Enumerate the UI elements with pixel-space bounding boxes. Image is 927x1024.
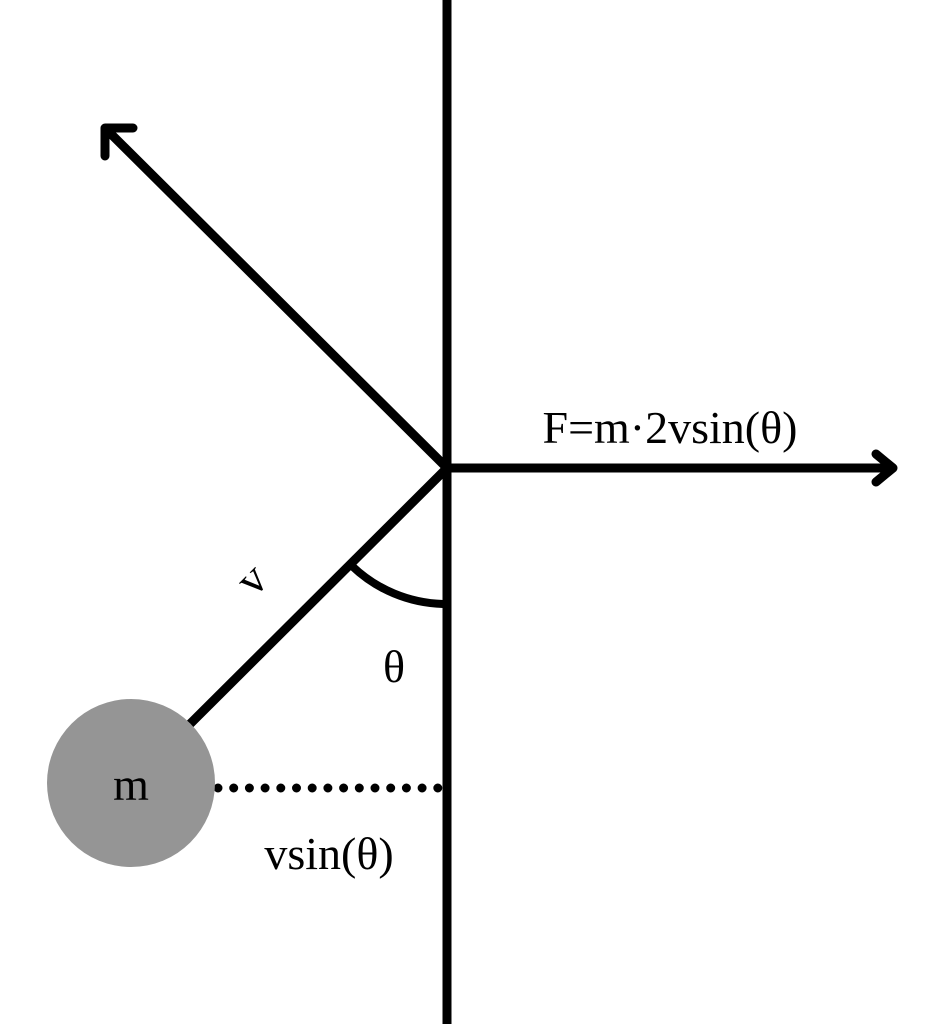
reflected-arrowhead <box>100 123 138 161</box>
incoming-velocity-line <box>186 464 451 728</box>
mass-label: m <box>113 759 149 810</box>
reflected-velocity-arrow <box>102 125 452 473</box>
angle-label: θ <box>383 641 405 692</box>
force-label: F=m·2vsin(θ) <box>543 402 798 453</box>
velocity-label: v <box>225 553 277 605</box>
angle-arc <box>349 563 444 608</box>
normal-component-label: vsin(θ) <box>264 828 393 879</box>
force-arrowhead <box>871 449 898 487</box>
mass-ball <box>47 699 215 867</box>
